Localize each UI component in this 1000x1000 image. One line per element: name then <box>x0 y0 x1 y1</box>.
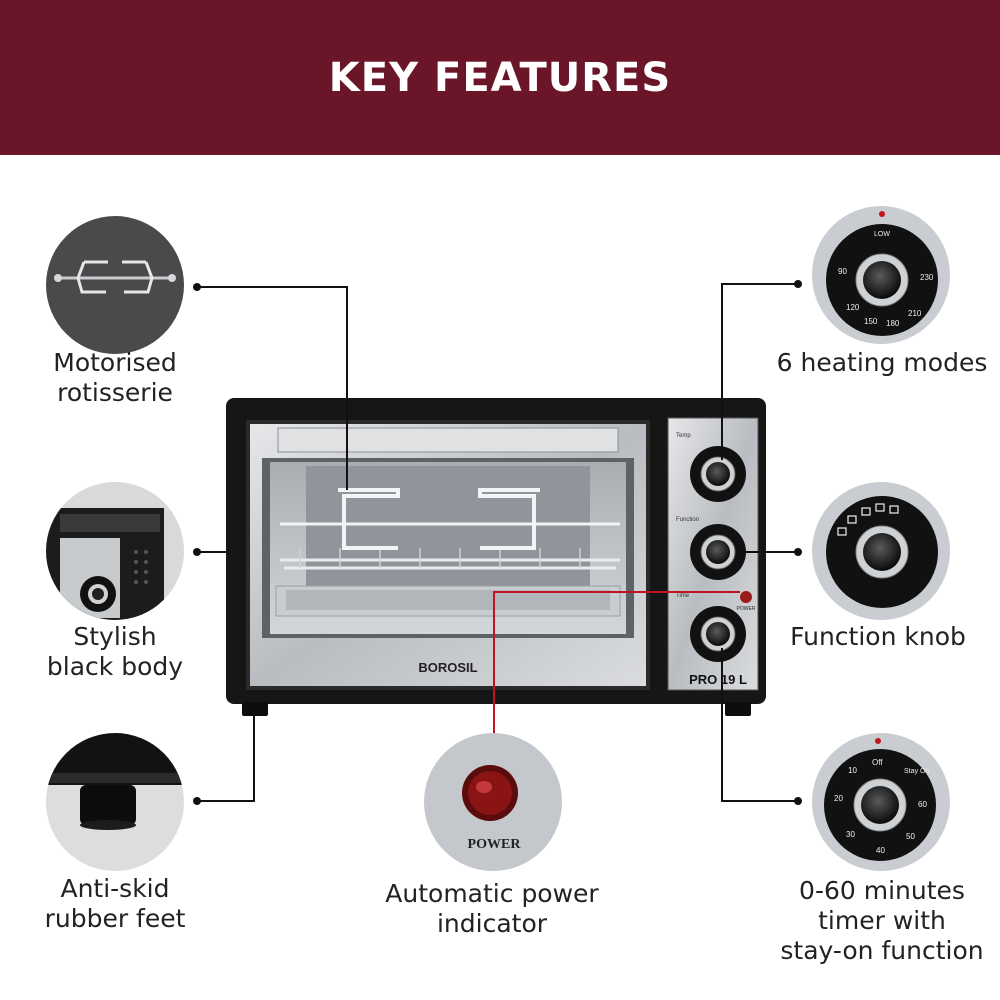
svg-text:Stay On: Stay On <box>904 768 929 775</box>
svg-text:Off: Off <box>872 758 883 767</box>
rotisserie-caption: Motorised rotisserie <box>53 348 177 407</box>
oven-foot-right <box>725 702 751 716</box>
svg-text:10: 10 <box>848 766 857 775</box>
svg-text:40: 40 <box>876 846 885 855</box>
power-connector-line <box>493 591 740 798</box>
black-body-callout-image <box>46 482 184 620</box>
rubber-feet-callout-image <box>46 733 184 871</box>
power-indicator-callout-image: POWER <box>424 733 562 871</box>
power-lamp-icon: POWER <box>462 765 522 852</box>
rotisserie-icon <box>54 260 176 294</box>
oven-rotisserie <box>280 488 620 550</box>
svg-text:180: 180 <box>886 319 900 328</box>
svg-text:150: 150 <box>864 317 878 326</box>
svg-text:POWER: POWER <box>737 606 756 612</box>
oven-model: PRO 19 L <box>689 672 747 687</box>
function-knob-icon <box>826 496 938 608</box>
function-knob-caption: Function knob <box>790 622 966 651</box>
function-knob-callout-image <box>812 482 950 620</box>
svg-text:230: 230 <box>920 273 934 282</box>
svg-text:60: 60 <box>918 800 927 809</box>
header-banner: KEY FEATURES <box>0 0 1000 155</box>
black-body-caption: Stylish black body <box>46 622 184 681</box>
svg-text:Time: Time <box>676 593 690 599</box>
oven-corner-icon <box>46 508 164 620</box>
oven-brand: BOROSIL <box>418 660 477 675</box>
svg-text:Function: Function <box>676 517 699 523</box>
oven-foot-left <box>242 702 268 716</box>
rotisserie-callout-image <box>46 216 184 354</box>
svg-text:50: 50 <box>906 832 915 841</box>
page-title: KEY FEATURES <box>328 54 672 101</box>
svg-text:210: 210 <box>908 309 922 318</box>
temperature-knob-icon: LOW 90 120 150 180 210 230 <box>826 211 938 336</box>
svg-text:POWER: POWER <box>468 837 522 852</box>
rubber-feet-caption: Anti-skid rubber feet <box>44 874 186 933</box>
svg-text:30: 30 <box>846 830 855 839</box>
svg-text:20: 20 <box>834 794 843 803</box>
timer-knob-icon: Off Stay On 10 20 30 40 50 60 <box>824 738 936 861</box>
panel-function-knob <box>690 524 746 580</box>
svg-text:Temp: Temp <box>676 433 691 439</box>
panel-timer-knob <box>690 606 746 662</box>
svg-text:90: 90 <box>838 267 847 276</box>
svg-text:LOW: LOW <box>874 231 890 238</box>
rubber-foot-icon <box>46 733 184 830</box>
heating-modes-caption: 6 heating modes <box>776 348 988 377</box>
power-indicator-caption: Automatic power indicator <box>385 879 599 938</box>
oven-handle <box>277 427 619 453</box>
panel-temp-knob <box>690 446 746 502</box>
timer-caption: 0-60 minutes timer with stay-on function <box>780 876 984 965</box>
svg-text:120: 120 <box>846 303 860 312</box>
timer-callout-image: Off Stay On 10 20 30 40 50 60 <box>812 733 950 871</box>
heating-modes-callout-image: LOW 90 120 150 180 210 230 <box>812 206 950 344</box>
panel-power-lamp <box>740 591 752 603</box>
